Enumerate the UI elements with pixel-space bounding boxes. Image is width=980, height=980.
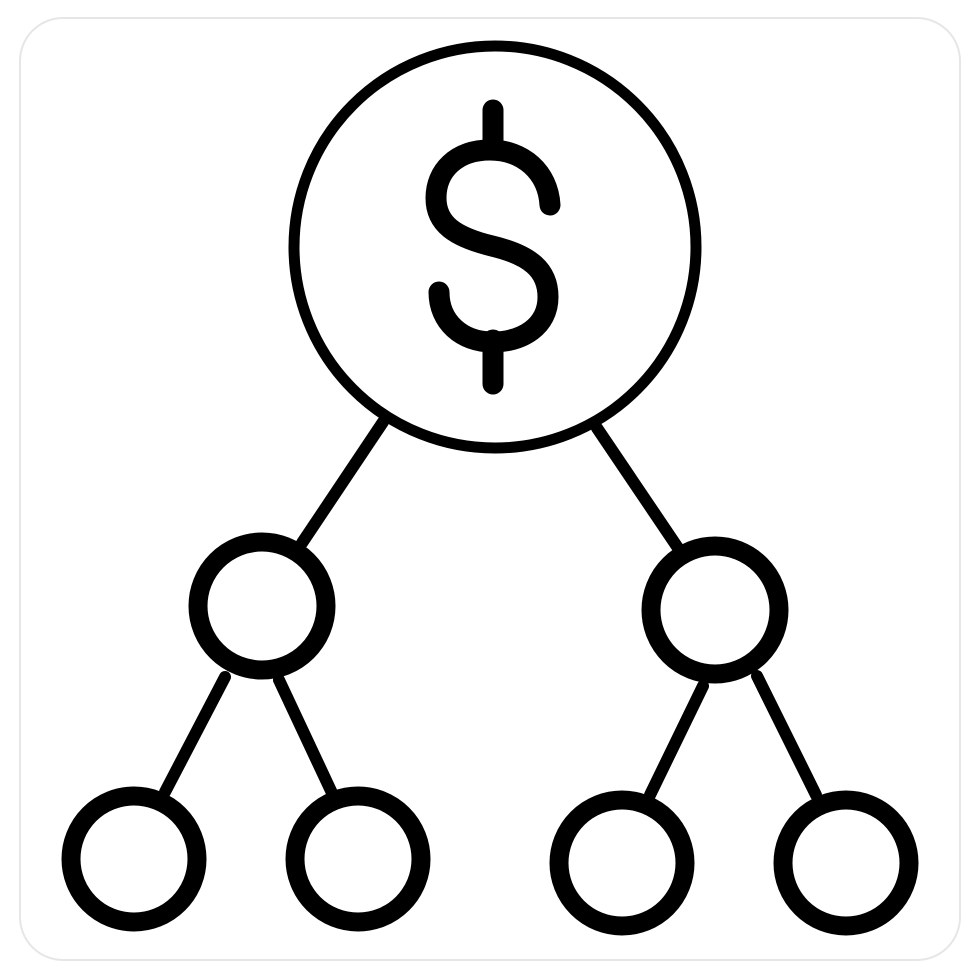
dollar-sign-icon <box>425 99 561 395</box>
connector-right-leaf4 <box>751 670 822 801</box>
leaf-node-2 <box>285 786 431 932</box>
connector-left-leaf1 <box>159 671 231 798</box>
connector-right-leaf3 <box>644 680 709 801</box>
connector-left-leaf2 <box>273 674 338 799</box>
connector-root-right <box>591 422 684 554</box>
mid-node-right <box>641 536 789 684</box>
leaf-node-1 <box>61 786 207 932</box>
connector-root-left <box>296 416 389 549</box>
leaf-node-4 <box>773 790 919 936</box>
mid-node-left <box>188 532 336 680</box>
leaf-node-3 <box>549 790 695 936</box>
root-coin-circle <box>288 40 702 454</box>
